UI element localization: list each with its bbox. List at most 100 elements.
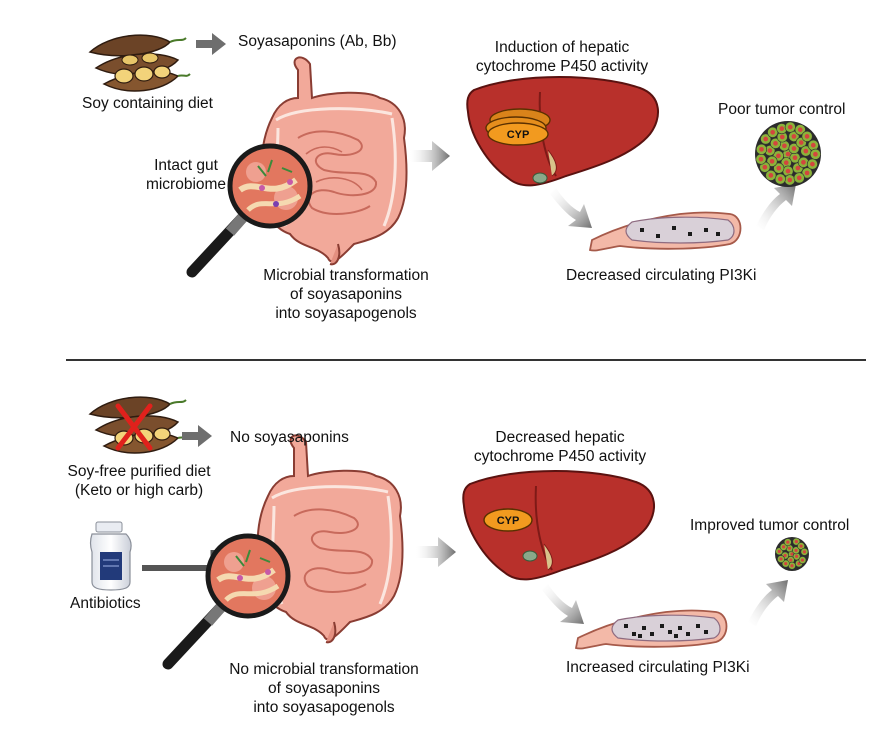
tumor-cell-nucleus — [804, 170, 810, 176]
tumor-cell-nucleus — [768, 173, 774, 178]
tumor-cell-nucleus — [789, 558, 793, 562]
liver-top: CYP — [466, 76, 660, 187]
microbiome-label: Intact gut microbiome — [136, 156, 236, 194]
transformation-label-bottom: No microbial transformation of soyasapon… — [206, 660, 442, 717]
liver-top-line2: cytochrome P450 activity — [475, 58, 649, 75]
tumor-cell-nucleus — [762, 164, 768, 170]
diet-label-top: Soy containing diet — [82, 95, 213, 112]
microbiome-label-line2: microbiome — [145, 176, 227, 193]
tumor-cell-nucleus — [802, 550, 807, 554]
tumor-cell-nucleus — [777, 549, 781, 553]
transformation-top-line3: into soyasapogenols — [275, 305, 417, 322]
tumor-cell-nucleus — [797, 127, 803, 133]
tumor-cell-nucleus — [794, 554, 799, 559]
arrow-gut-to-liver-top — [410, 141, 450, 171]
liver-label-top: Induction of hepatic cytochrome P450 act… — [452, 38, 672, 76]
tumor-cell-nucleus — [791, 146, 797, 151]
tumor-cell-nucleus — [810, 142, 816, 148]
tumor-cell-nucleus — [813, 151, 818, 157]
tumor-small-icon — [775, 537, 809, 571]
tumor-cell-nucleus — [786, 540, 790, 544]
transformation-label-top: Microbial transformation of soyasaponins… — [236, 266, 456, 323]
tumor-cell-nucleus — [763, 136, 769, 142]
tumor-large-icon — [755, 121, 821, 187]
arrow-diet-to-soyasaponins — [196, 33, 226, 55]
tumor-cell-nucleus — [784, 561, 788, 566]
soyasaponins-label-top: Soyasaponins (Ab, Bb) — [238, 33, 397, 50]
inhibition-arrow — [142, 550, 218, 586]
tumor-cell-nucleus — [776, 153, 781, 159]
tumor-cell-nucleus — [787, 177, 793, 183]
microbiome-label-line1: Intact gut — [154, 157, 218, 174]
tumor-cell-nucleus — [779, 134, 785, 140]
transformation-top-line2: of soyasaponins — [289, 286, 403, 303]
antibiotics-bottle-icon — [89, 521, 132, 591]
arrow-gut-to-liver-bottom — [416, 537, 456, 567]
blood-vessel-bottom — [574, 609, 728, 650]
tumor-cell-nucleus — [769, 158, 775, 164]
tumor-cell-nucleus — [790, 564, 794, 568]
liver-bottom: CYP — [462, 470, 656, 581]
tumor-cell-nucleus — [794, 548, 798, 552]
transformation-bottom-line1: No microbial transformation — [229, 661, 419, 678]
antibiotics-label: Antibiotics — [70, 595, 141, 612]
magnifier-top — [186, 143, 313, 278]
tumor-cell-nucleus — [758, 156, 764, 162]
enzyme-label-top: CYP — [507, 129, 530, 141]
tumor-cell-nucleus — [792, 155, 798, 161]
tumor-cell-nucleus — [800, 558, 805, 562]
tumor-cell-nucleus — [801, 159, 806, 165]
transformation-bottom-line3: into soyasapogenols — [253, 699, 395, 716]
diet-bottom-line1: Soy-free purified diet — [67, 463, 211, 480]
tumor-cell-nucleus — [770, 129, 776, 135]
liver-top-line1: Induction of hepatic — [494, 39, 630, 56]
enzyme-label-bottom: CYP — [497, 515, 520, 527]
tumor-cell-nucleus — [798, 140, 804, 145]
tumor-cell-nucleus — [776, 165, 782, 171]
soybean-pods-icon — [88, 34, 191, 92]
circulation-label-top: Decreased circulating PI3Ki — [566, 267, 757, 284]
liver-bottom-line2: cytochrome P450 activity — [473, 448, 647, 465]
tumor-cell-nucleus — [810, 161, 815, 167]
arrow-vessel-to-tumor-bottom — [748, 580, 788, 626]
tumor-cell-nucleus — [796, 175, 802, 181]
tumor-cell-nucleus — [799, 544, 803, 548]
tumor-cell-nucleus — [779, 557, 783, 561]
diet-label-bottom: Soy-free purified diet (Keto or high car… — [52, 462, 226, 500]
arrow-diet-to-no-soyasaponins — [182, 425, 212, 447]
tumor-cell-nucleus — [803, 148, 809, 154]
soyasaponins-label-bottom: No soyasaponins — [230, 429, 349, 446]
magnifier-bottom — [162, 533, 291, 670]
tumor-cell-nucleus — [759, 146, 764, 152]
arrow-vessel-to-tumor-top — [756, 184, 796, 230]
transformation-bottom-line2: of soyasaponins — [267, 680, 381, 697]
circulation-label-bottom: Increased circulating PI3Ki — [566, 659, 750, 676]
tumor-cell-nucleus — [794, 540, 798, 544]
transformation-top-line1: Microbial transformation — [263, 267, 429, 284]
liver-bottom-line1: Decreased hepatic — [495, 429, 625, 446]
tumor-cell-nucleus — [804, 134, 810, 139]
arrow-liver-to-vessel-top — [550, 188, 592, 228]
intestine-bottom — [256, 434, 404, 644]
tumor-label-bottom: Improved tumor control — [690, 517, 850, 534]
tumor-cell-nucleus — [782, 143, 787, 149]
tumor-cell-nucleus — [787, 546, 792, 550]
liver-label-bottom: Decreased hepatic cytochrome P450 activi… — [450, 428, 670, 466]
soybean-pods-crossed-icon — [88, 396, 191, 454]
tumor-cell-nucleus — [783, 553, 787, 558]
tumor-cell-nucleus — [779, 126, 785, 131]
tumor-cell-nucleus — [795, 165, 801, 171]
tumor-cell-nucleus — [782, 545, 786, 549]
tumor-cell-nucleus — [785, 151, 791, 157]
arrow-liver-to-vessel-bottom — [542, 584, 584, 624]
tumor-cell-nucleus — [773, 141, 778, 146]
tumor-cell-nucleus — [791, 134, 797, 139]
tumor-cell-nucleus — [785, 168, 791, 174]
tumor-cell-nucleus — [783, 160, 789, 166]
tumor-cell-nucleus — [787, 124, 793, 130]
tumor-cell-nucleus — [767, 148, 773, 153]
blood-vessel-top — [588, 211, 742, 252]
tumor-label-top: Poor tumor control — [718, 101, 846, 118]
